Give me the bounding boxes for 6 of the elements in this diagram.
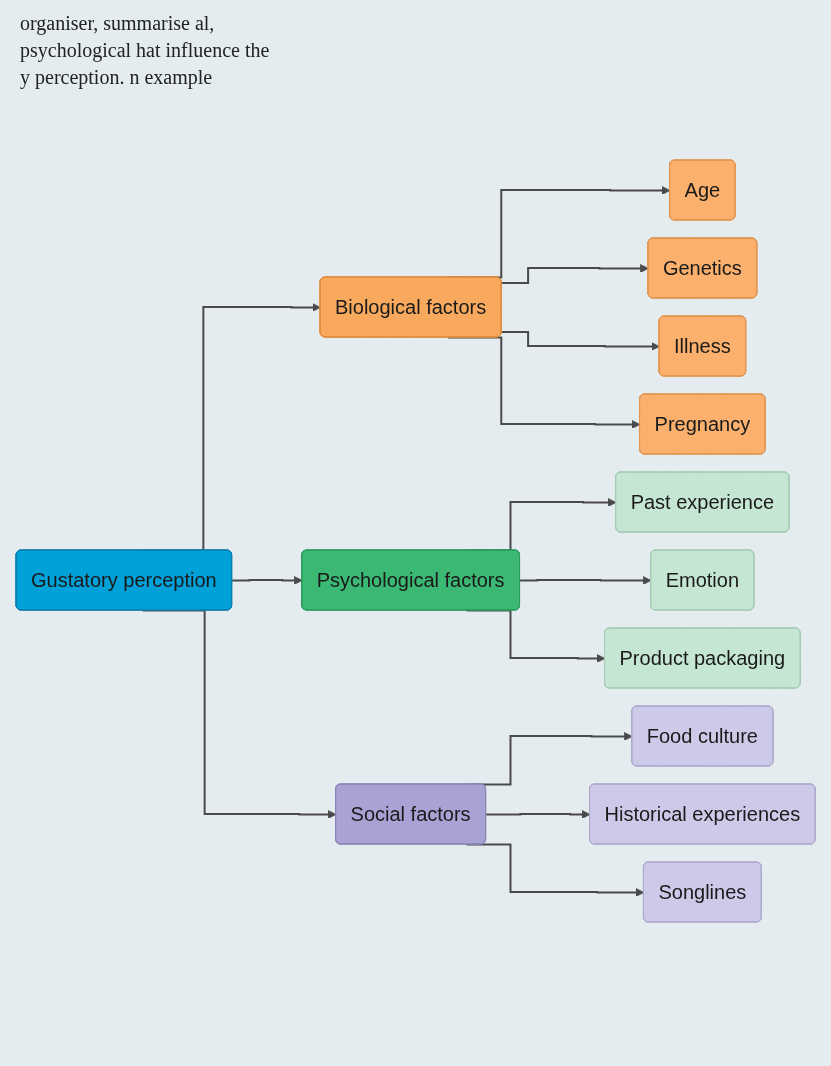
arrow [518,576,652,585]
arrow [500,331,660,351]
arrow [500,264,649,284]
intro-text: organiser, summarise al, psychological hat influence the y perception. n example [20,11,271,91]
arrow [231,576,303,585]
arrow [485,810,591,819]
